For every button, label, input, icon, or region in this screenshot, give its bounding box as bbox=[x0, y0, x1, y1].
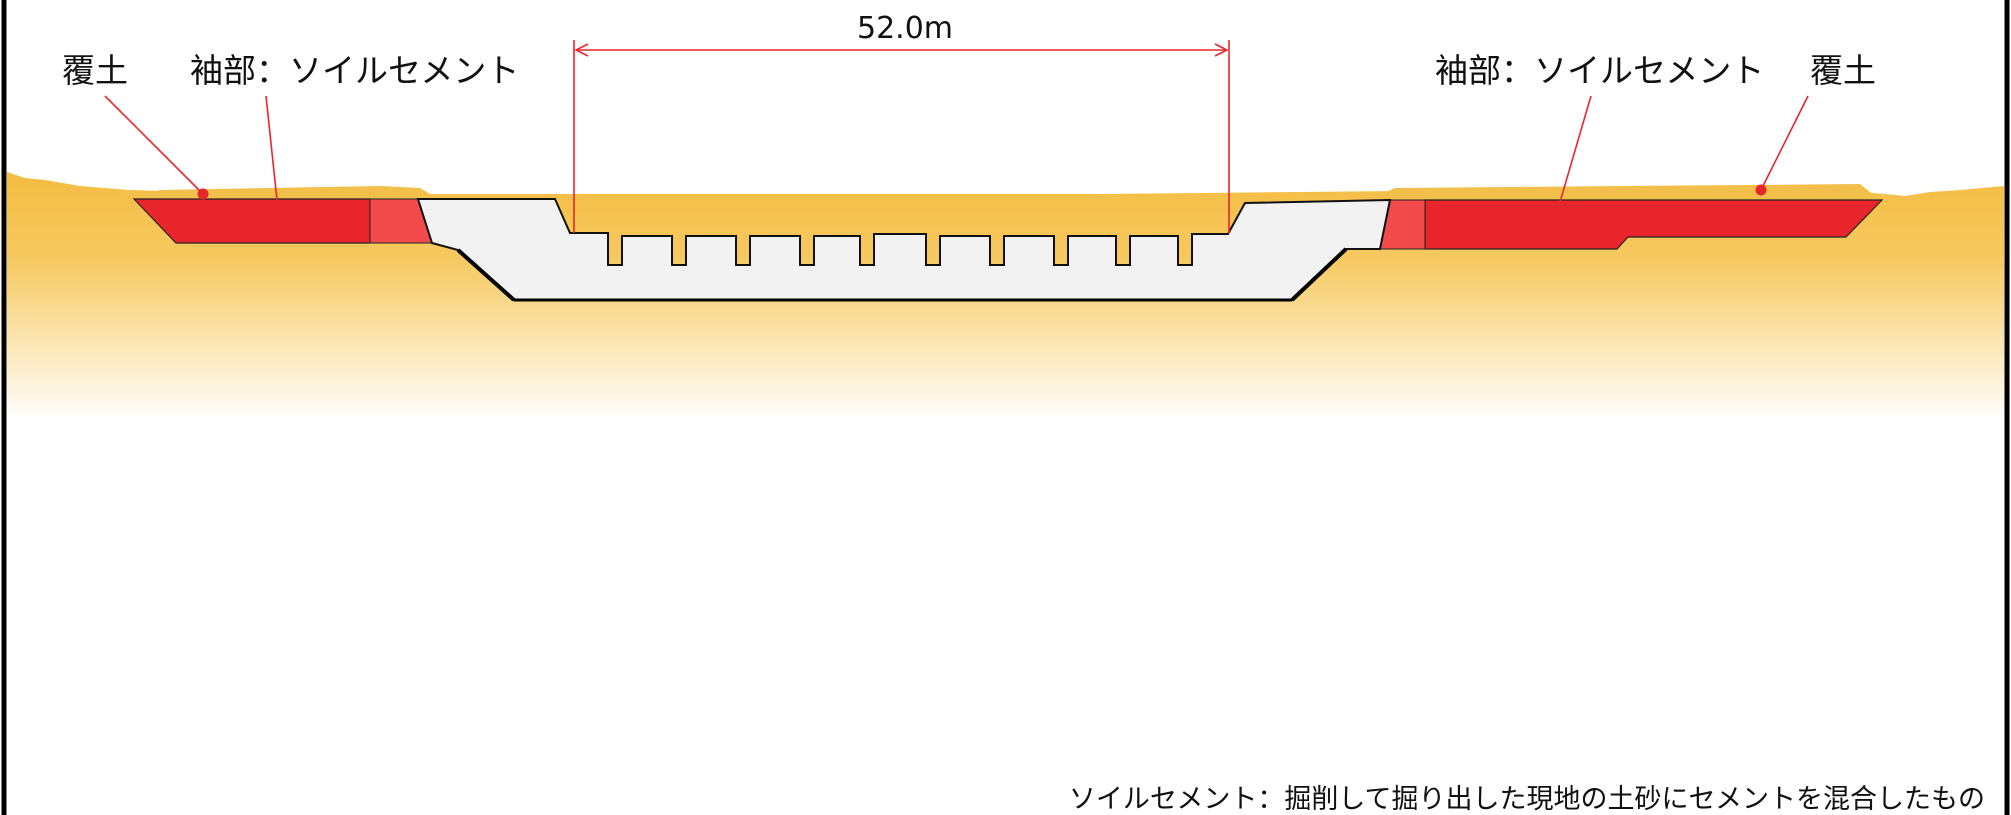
leader-dot-soil-cement-left bbox=[273, 213, 285, 225]
leader-soil-cement-left bbox=[265, 95, 280, 220]
cover-soil-right bbox=[1368, 184, 1880, 200]
label-soil-cement-right: 袖部：ソイルセメント bbox=[1435, 51, 1764, 90]
leader-dot-cover-soil-right bbox=[1755, 184, 1767, 196]
structure-base-edge-right bbox=[1290, 247, 1348, 302]
soil-cement-left bbox=[132, 198, 371, 244]
leader-dot-soil-cement-right bbox=[1549, 213, 1561, 225]
cover-soil-left bbox=[134, 186, 440, 200]
leader-cover-soil-right bbox=[1760, 95, 1809, 191]
footnote-soil-cement-definition: ソイルセメント：掘削して掘り出した現地の土砂にセメントを混合したもの bbox=[1069, 784, 1985, 815]
label-cover-soil-left: 覆土 bbox=[62, 51, 128, 90]
structure-base-edge-left bbox=[456, 248, 516, 302]
label-soil-cement-left: 袖部：ソイルセメント bbox=[190, 51, 519, 90]
label-cover-soil-right: 覆土 bbox=[1810, 51, 1876, 90]
leader-dot-cover-soil-left bbox=[197, 188, 209, 200]
span-dimension-label: 52.0m bbox=[857, 11, 953, 46]
structure-body bbox=[416, 198, 1392, 301]
leader-cover-soil-left bbox=[104, 95, 204, 195]
leader-soil-cement-right bbox=[1554, 95, 1592, 220]
